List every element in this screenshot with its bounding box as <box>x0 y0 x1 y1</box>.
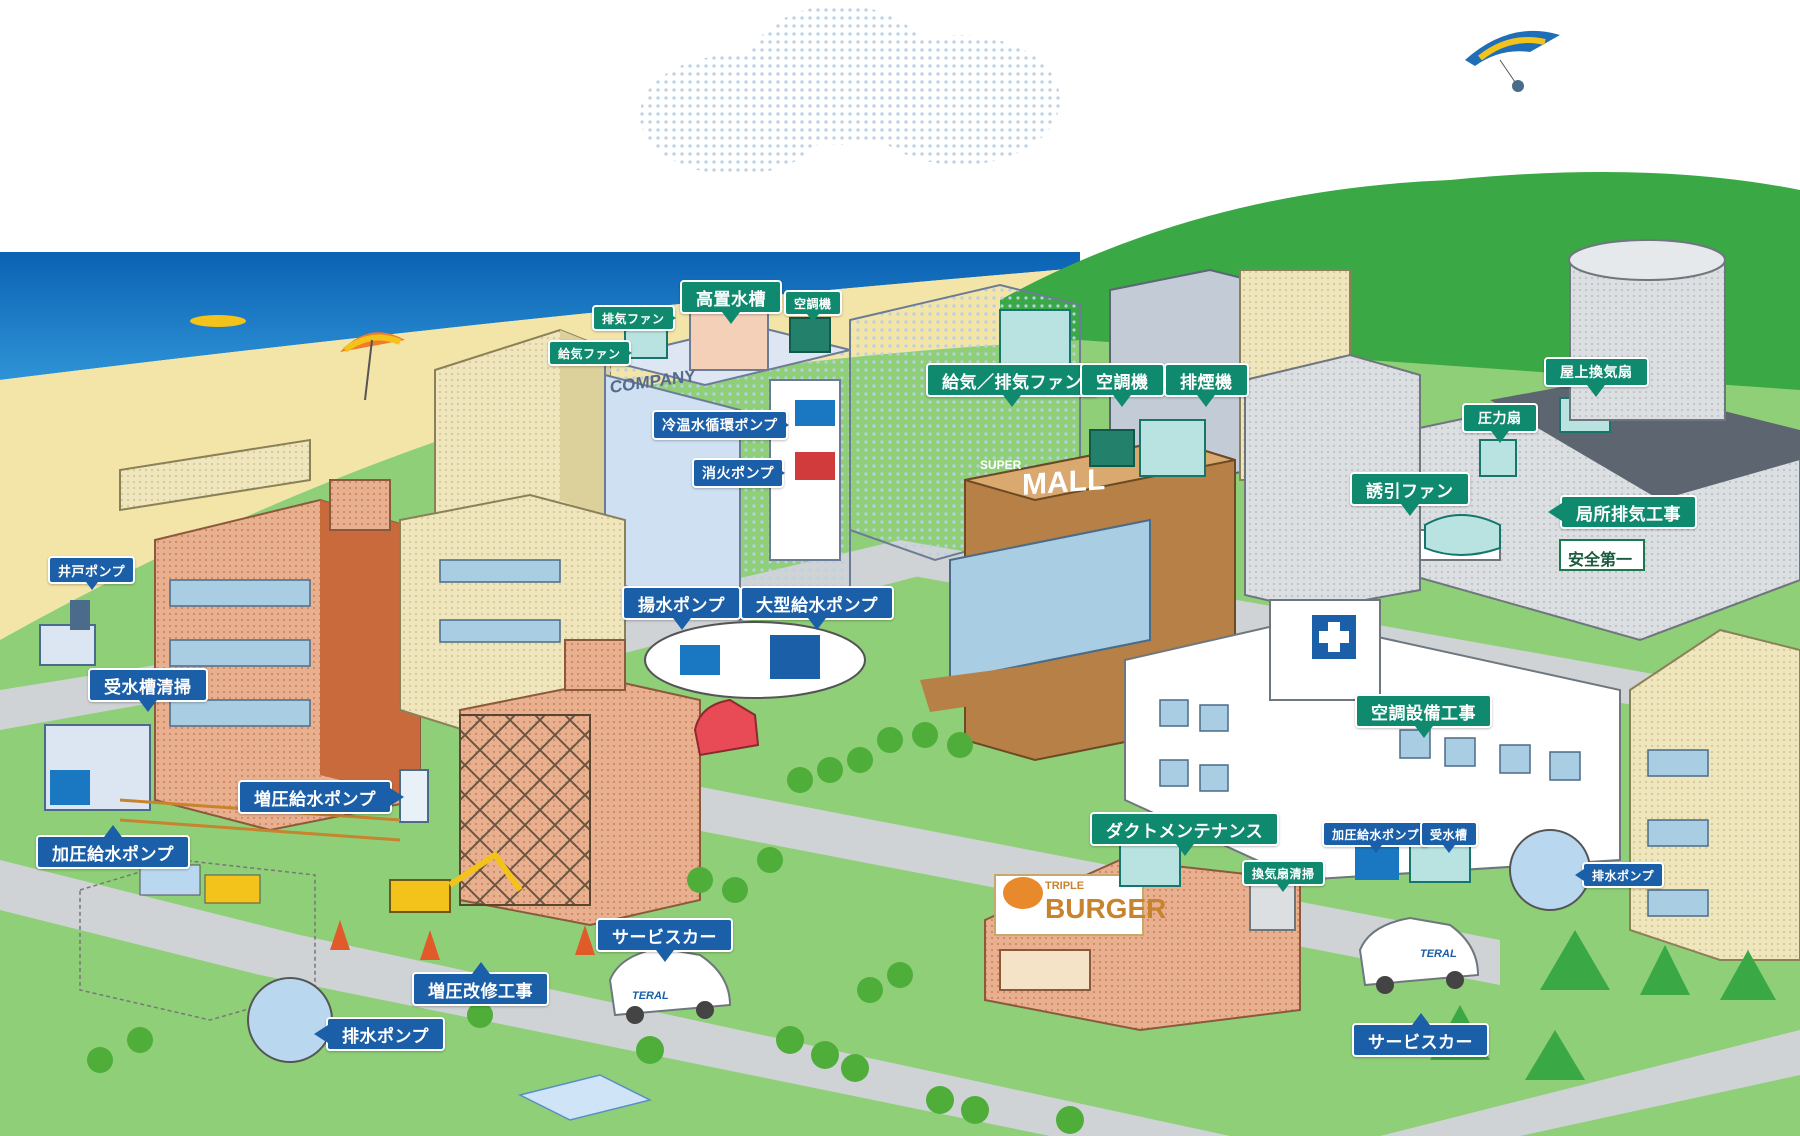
beach-umbrella <box>340 332 405 401</box>
label-air-conditioner-small[interactable]: 空調機 <box>784 290 842 322</box>
brick-apartment <box>119 438 421 832</box>
construction-site <box>330 850 595 960</box>
label-roof-ventilator[interactable]: 屋上換気扇 <box>1544 357 1649 397</box>
receiving-water-tank <box>44 724 151 811</box>
label-drain-pump-small[interactable]: 排水ポンプ <box>1574 862 1665 888</box>
burger-sign-small: TRIPLE <box>1045 880 1085 892</box>
label-drain-pump[interactable]: 排水ポンプ <box>314 1017 445 1051</box>
well-pump-equipment <box>39 600 96 666</box>
label-fire-pump[interactable]: 消火ポンプ <box>692 458 786 488</box>
drainage-pit-left <box>247 977 333 1063</box>
label-air-conditioner[interactable]: 空調機 <box>1080 363 1165 407</box>
sea <box>0 252 1080 380</box>
cloud <box>640 5 1060 175</box>
burger-sign-name: BURGER <box>1045 893 1167 924</box>
label-elevated-water-tank[interactable]: 高置水槽 <box>680 280 782 324</box>
label-local-exhaust-work[interactable]: 局所排気工事 <box>1548 495 1697 529</box>
scaffolding-building <box>459 639 701 927</box>
mall-sign-super: SUPER <box>980 458 1022 472</box>
label-duct-maintenance[interactable]: ダクトメンテナンス <box>1090 812 1280 856</box>
label-booster-pump-small[interactable]: 加圧給水ポンプ <box>1322 821 1430 853</box>
booster-pump-unit <box>399 769 429 823</box>
apartment-far-right <box>1629 628 1800 961</box>
pump-pit <box>644 621 866 699</box>
label-service-car-left[interactable]: サービスカー <box>596 918 733 962</box>
label-boost-supply-pump[interactable]: 増圧給水ポンプ <box>238 780 404 814</box>
office-building-right <box>1244 353 1421 612</box>
shrubs <box>87 722 1084 1134</box>
teral-logo-left: TERAL <box>632 990 669 1002</box>
red-car <box>693 698 760 757</box>
surfboard <box>190 315 246 327</box>
service-car-right <box>1358 916 1480 994</box>
service-car-left <box>608 946 732 1024</box>
label-hvac-installation[interactable]: 空調設備工事 <box>1355 694 1492 738</box>
mall-sign-name: MALL <box>1022 463 1106 502</box>
label-smoke-exhaust[interactable]: 排煙機 <box>1164 363 1249 407</box>
label-water-tank-small[interactable]: 受水槽 <box>1420 821 1478 853</box>
paraglider <box>1465 30 1560 92</box>
label-lifting-pump[interactable]: 揚水ポンプ <box>622 586 741 630</box>
label-boost-renovation[interactable]: 増圧改修工事 <box>412 962 549 1006</box>
label-service-car-right[interactable]: サービスカー <box>1352 1013 1489 1057</box>
picnic-blanket <box>517 1074 653 1121</box>
burger-shop <box>984 829 1301 1032</box>
label-supply-exhaust-fan[interactable]: 給気／排気ファン <box>926 363 1098 407</box>
label-large-supply-pump[interactable]: 大型給水ポンプ <box>740 586 894 630</box>
label-booster-supply-pump-left[interactable]: 加圧給水ポンプ <box>36 825 190 869</box>
teral-logo-right: TERAL <box>1420 948 1457 960</box>
safety-first-sign: 安全第一 <box>1568 550 1633 569</box>
label-tank-cleaning[interactable]: 受水槽清掃 <box>88 668 208 712</box>
label-cold-hot-water-pump[interactable]: 冷温水循環ポンプ <box>652 410 789 440</box>
label-exhaust-fan-small[interactable]: 排気ファン <box>592 305 676 331</box>
label-supply-fan-small[interactable]: 給気ファン <box>548 340 632 366</box>
label-well-pump[interactable]: 井戸ポンプ <box>48 556 136 590</box>
label-pressure-fan[interactable]: 圧力扇 <box>1462 403 1538 443</box>
label-fan-cleaning[interactable]: 換気扇清掃 <box>1242 860 1325 892</box>
building-cream-back <box>434 328 611 562</box>
parking-structure <box>79 859 316 1021</box>
label-induction-fan[interactable]: 誘引ファン <box>1350 472 1470 516</box>
